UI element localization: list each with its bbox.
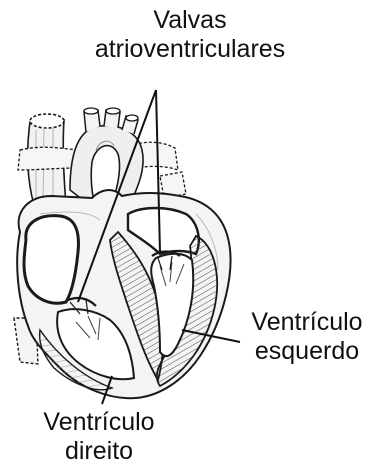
label-left-ventricle-line2: esquerdo — [232, 337, 380, 366]
label-right-ventricle-line1: Ventrículo — [14, 408, 184, 437]
right-atrium — [24, 216, 78, 304]
label-left-ventricle-line1: Ventrículo — [232, 308, 380, 337]
label-right-ventricle: Ventrículo direito — [14, 408, 184, 466]
label-valves-line1: Valvas — [40, 6, 340, 35]
label-right-ventricle-line2: direito — [14, 437, 184, 466]
label-atrioventricular-valves: Valvas atrioventriculares — [40, 6, 340, 64]
label-left-ventricle: Ventrículo esquerdo — [232, 308, 380, 366]
label-valves-line2: atrioventriculares — [40, 35, 340, 64]
